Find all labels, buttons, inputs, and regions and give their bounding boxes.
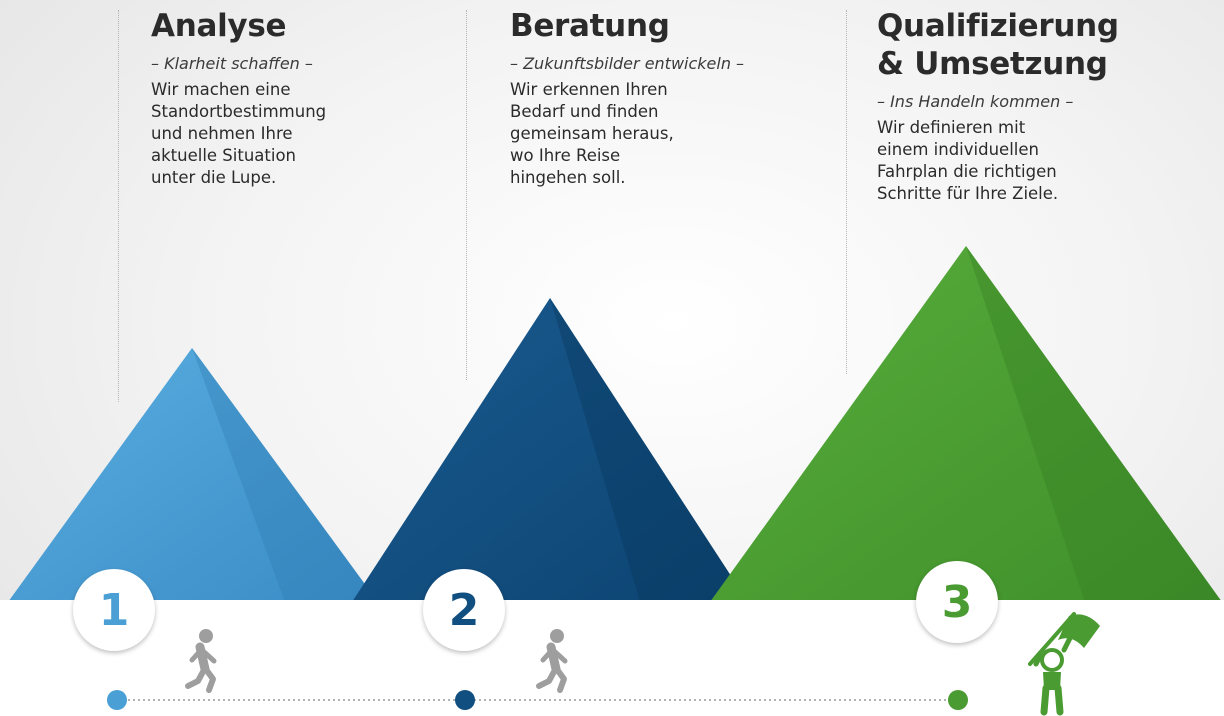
step-3-description: Wir definieren mit einem individuellen F… bbox=[877, 118, 1059, 203]
walking-person-icon bbox=[185, 629, 217, 693]
step-3-title: Qualifizierung & Umsetzung bbox=[877, 8, 1119, 82]
timeline-dot-3 bbox=[948, 690, 968, 710]
person-with-flag-icon bbox=[1028, 612, 1100, 716]
guide-line-1 bbox=[118, 10, 119, 402]
guide-line-2 bbox=[466, 10, 467, 380]
step-2-description: Wir erkennen Ihren Bedarf und finden gem… bbox=[510, 80, 674, 187]
step-1-column: Analyse – Klarheit schaffen – Wir machen… bbox=[151, 7, 451, 189]
step-2-title: Beratung bbox=[510, 8, 670, 44]
mountain-2 bbox=[352, 298, 748, 602]
guide-line-3 bbox=[846, 10, 847, 374]
mountain-3 bbox=[710, 246, 1222, 602]
mountain-2-shade bbox=[550, 298, 748, 602]
step-1-number: 1 bbox=[98, 584, 130, 636]
step-3-column: Qualifizierung & Umsetzung – Ins Handeln… bbox=[877, 7, 1207, 205]
timeline-dot-2 bbox=[455, 690, 475, 710]
mountain-1-shade bbox=[192, 348, 378, 602]
step-2-number: 2 bbox=[448, 584, 480, 636]
step-2-badge: 2 bbox=[423, 569, 505, 651]
mountain-3-shade bbox=[966, 246, 1222, 602]
step-3-subtitle: – Ins Handeln kommen – bbox=[877, 92, 1074, 111]
step-1-description: Wir machen eine Standortbestimmung und n… bbox=[151, 80, 327, 187]
step-1-subtitle: – Klarheit schaffen – bbox=[151, 54, 313, 73]
step-3-badge: 3 bbox=[916, 561, 998, 643]
step-2-column: Beratung – Zukunftsbilder entwickeln – W… bbox=[510, 7, 830, 189]
step-1-title: Analyse bbox=[151, 8, 287, 44]
step-2-subtitle: – Zukunftsbilder entwickeln – bbox=[510, 54, 745, 73]
mountain-1 bbox=[8, 348, 378, 602]
timeline-dot-1 bbox=[107, 690, 127, 710]
step-1-badge: 1 bbox=[73, 569, 155, 651]
step-3-number: 3 bbox=[941, 576, 973, 628]
walking-person-icon bbox=[536, 629, 568, 693]
